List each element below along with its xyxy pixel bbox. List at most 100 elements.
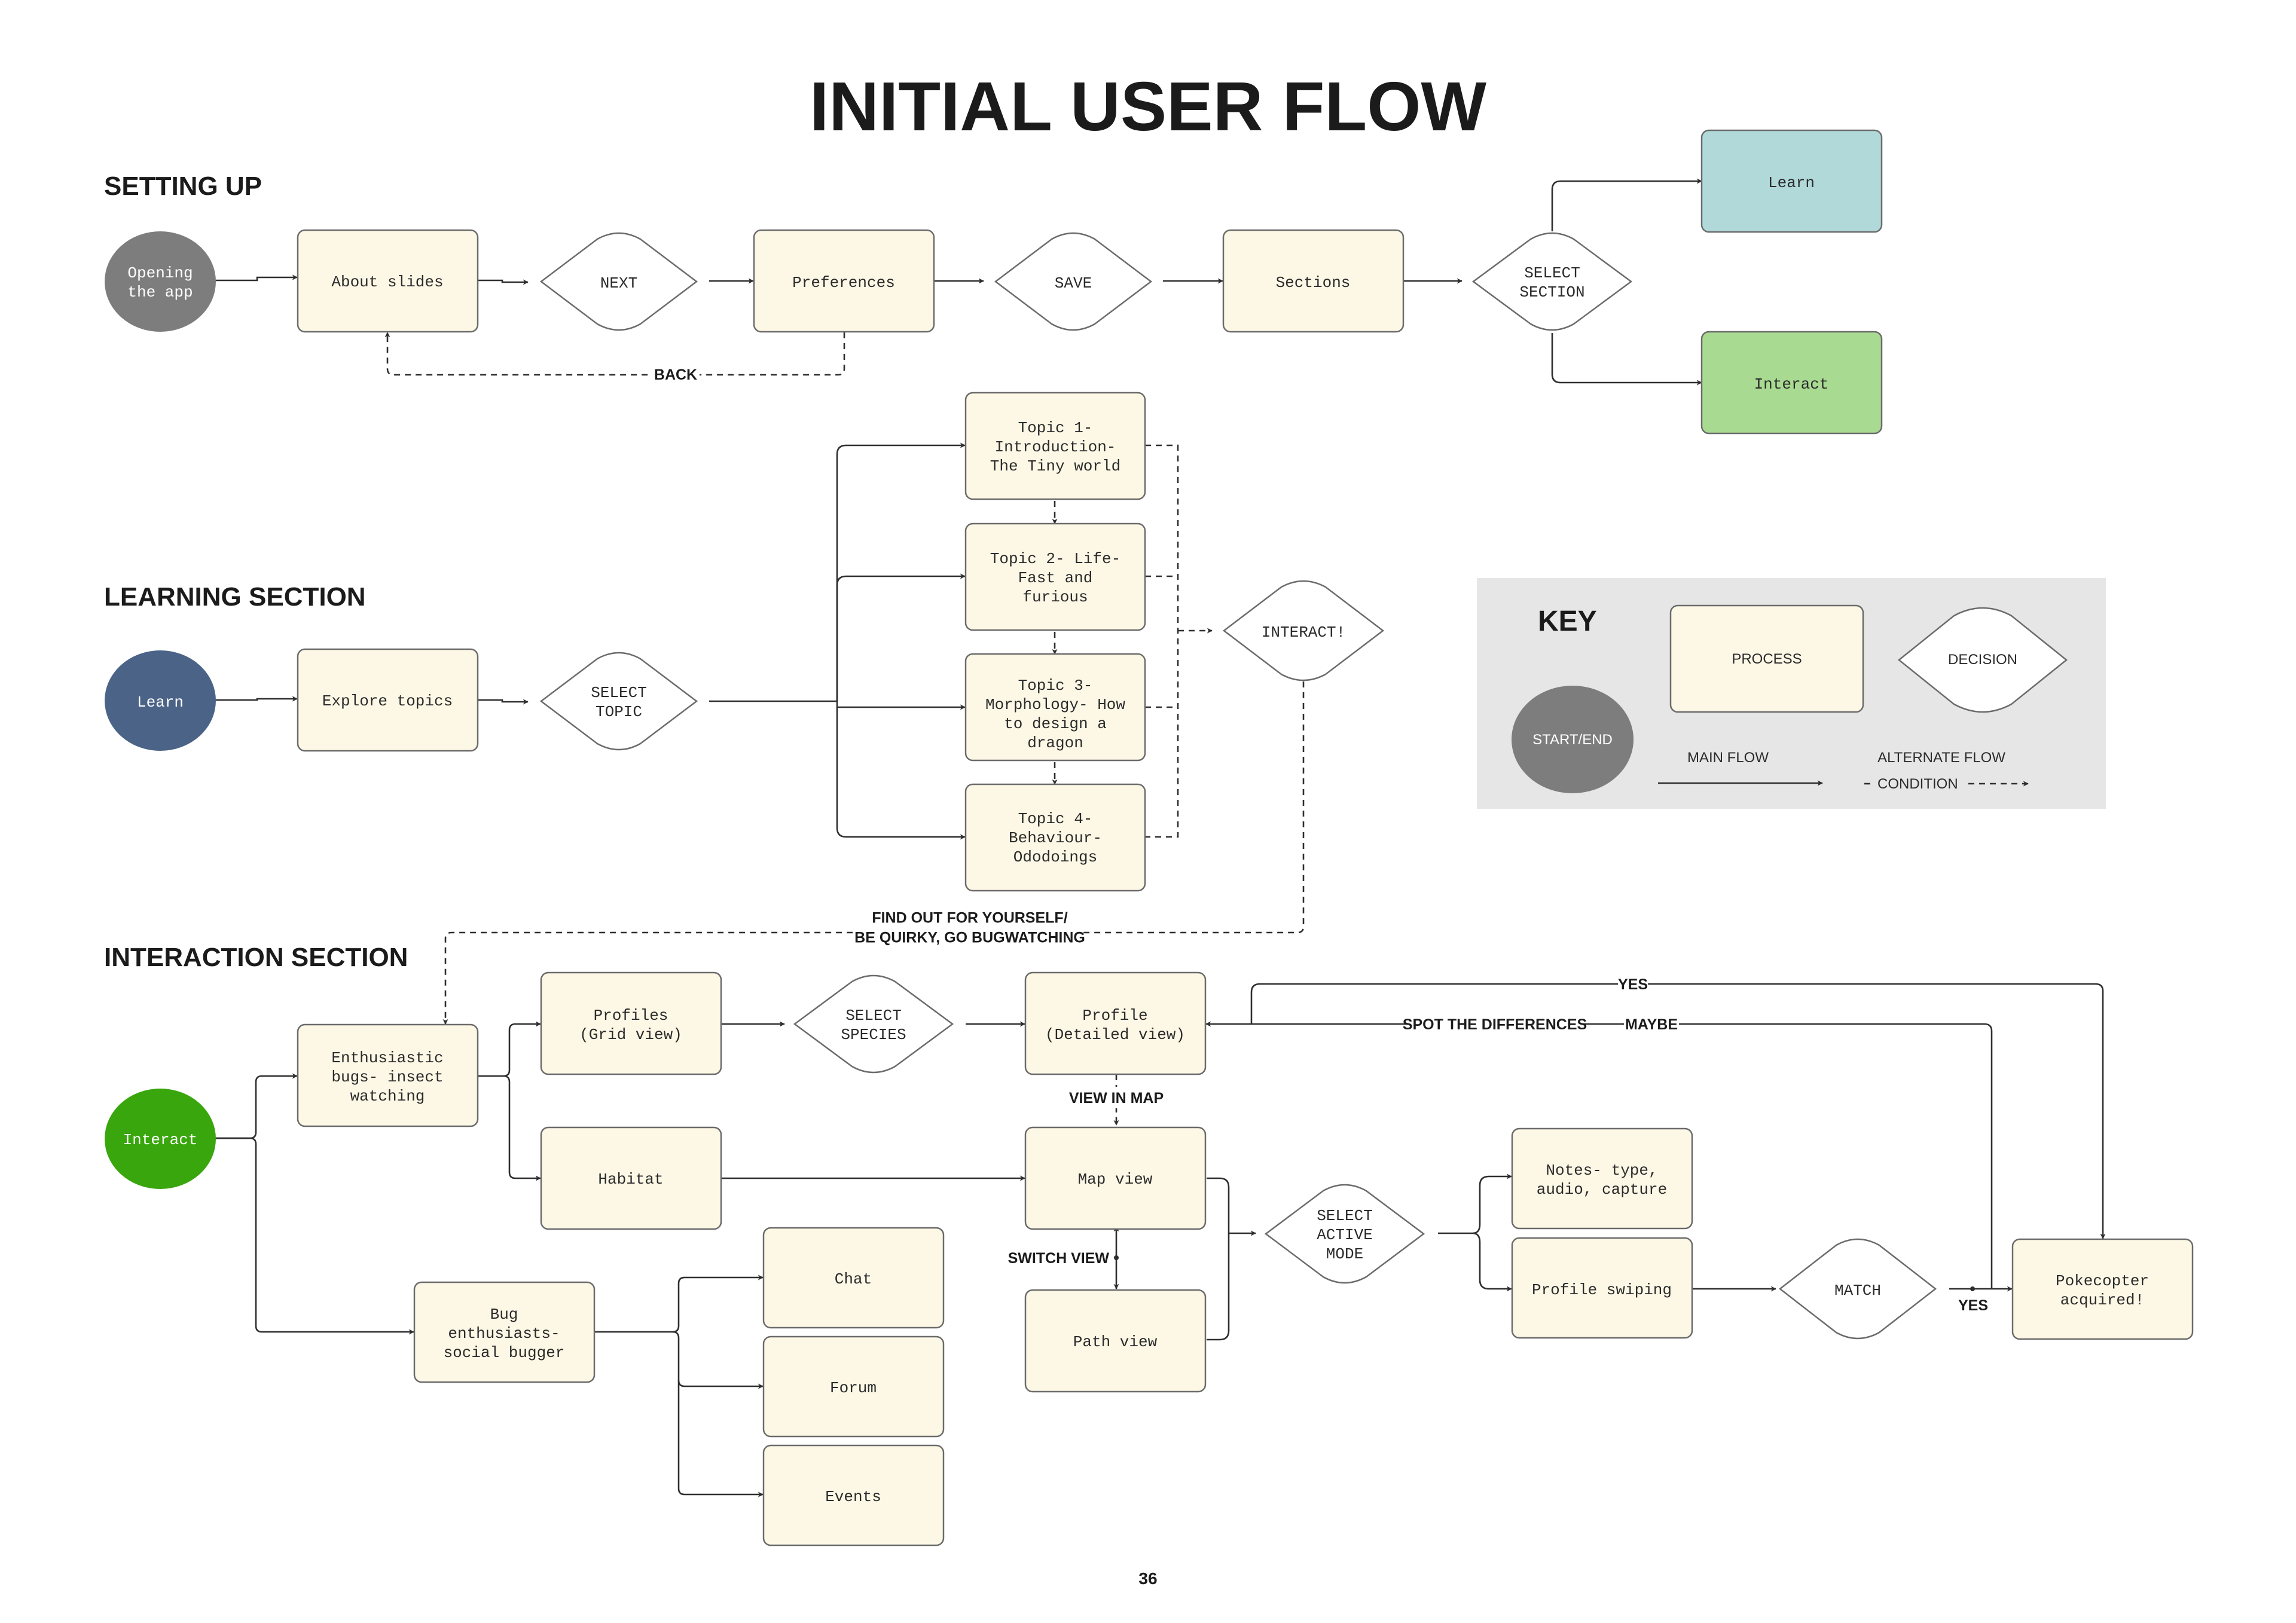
edge-labels: BACK FIND OUT FOR YOURSELF/BE QUIRKY, GO… bbox=[652, 363, 1988, 1314]
events-label: Events bbox=[825, 1488, 881, 1506]
edge-bug-to-forum bbox=[672, 1331, 764, 1389]
node-map-view: Map view bbox=[1024, 1126, 1207, 1230]
node-learn-start: Learn bbox=[105, 650, 216, 751]
label-view-in-map: VIEW IN MAP bbox=[1069, 1090, 1164, 1107]
node-path-view: Path view bbox=[1024, 1289, 1207, 1393]
section-title-interaction: INTERACTION SECTION bbox=[104, 943, 408, 972]
sections-label: Sections bbox=[1276, 274, 1351, 292]
node-match-decision: MATCH bbox=[1778, 1238, 1937, 1340]
key-condition-label: CONDITION bbox=[1877, 776, 1958, 792]
edge-profile-to-pokecopter-yes bbox=[1250, 983, 2106, 1239]
learn-option-label: Learn bbox=[1768, 174, 1815, 192]
key-decision-label: DECISION bbox=[1948, 652, 2017, 668]
key-title: KEY bbox=[1538, 606, 1597, 637]
edge-select-to-learn bbox=[1551, 178, 1702, 231]
save-label: SAVE bbox=[1055, 274, 1092, 292]
notes-label: Notes- type,audio, capture bbox=[1537, 1162, 1667, 1199]
topic-4-label: Topic 4-Behaviour-Ododoings bbox=[1009, 810, 1102, 866]
label-maybe: MAYBE bbox=[1625, 1016, 1678, 1033]
edge-back bbox=[384, 332, 845, 376]
profiles-grid-label: Profiles(Grid view) bbox=[579, 1007, 682, 1044]
key-decision-swatch bbox=[1898, 607, 2068, 713]
match-label: MATCH bbox=[1834, 1282, 1881, 1300]
key-start-end-swatch bbox=[1512, 686, 1634, 793]
node-events: Events bbox=[762, 1444, 945, 1546]
explore-topics-label: Explore topics bbox=[322, 692, 453, 710]
edge-learnstart-to-explore bbox=[215, 696, 298, 702]
label-back: BACK bbox=[654, 366, 697, 383]
topic-1-label: Topic 1-Introduction-The Tiny world bbox=[990, 419, 1120, 475]
edge-enthusiastic-to-profiles bbox=[478, 1021, 541, 1077]
node-save-decision: SAVE bbox=[994, 232, 1153, 331]
learn-start-label: Learn bbox=[137, 693, 184, 711]
page-number: 36 bbox=[1138, 1569, 1157, 1588]
edge-opening-to-about bbox=[215, 274, 298, 282]
edge-about-to-next bbox=[478, 279, 529, 285]
node-profile-swiping: Profile swiping bbox=[1511, 1237, 1693, 1339]
edge-to-topic2 bbox=[836, 573, 966, 701]
habitat-label: Habitat bbox=[598, 1170, 663, 1188]
interact-start-label: Interact bbox=[123, 1131, 198, 1149]
interact-option-label: Interact bbox=[1754, 375, 1829, 393]
node-topic-1: Topic 1-Introduction-The Tiny world bbox=[964, 392, 1146, 500]
edge-views-bracket bbox=[1207, 1177, 1230, 1341]
key-process-swatch bbox=[1669, 604, 1864, 713]
node-preferences: Preferences bbox=[753, 229, 935, 333]
node-interact-start: Interact bbox=[105, 1089, 216, 1189]
path-view-label: Path view bbox=[1073, 1333, 1158, 1351]
node-forum: Forum bbox=[762, 1335, 945, 1438]
node-topic-4: Topic 4-Behaviour-Ododoings bbox=[964, 783, 1146, 892]
edge-bug-to-events bbox=[677, 1380, 764, 1497]
node-profile-detailed: Profile(Detailed view) bbox=[1024, 971, 1207, 1075]
profile-swiping-label: Profile swiping bbox=[1532, 1281, 1672, 1299]
label-spot-differences: SPOT THE DIFFERENCES bbox=[1403, 1016, 1587, 1033]
edge-learn-to-explore bbox=[478, 699, 529, 705]
label-yes-bottom: YES bbox=[1958, 1297, 1988, 1314]
label-yes-top: YES bbox=[1618, 976, 1648, 993]
edge-bug-to-chat bbox=[594, 1274, 764, 1333]
key-process-label: PROCESS bbox=[1732, 651, 1802, 667]
edge-to-topic1 bbox=[836, 442, 966, 701]
node-habitat: Habitat bbox=[540, 1126, 722, 1230]
preferences-label: Preferences bbox=[792, 274, 895, 292]
chat-label: Chat bbox=[835, 1270, 872, 1288]
key-main-flow-label: MAIN FLOW bbox=[1687, 750, 1769, 766]
edge-active-to-swiping bbox=[1472, 1232, 1512, 1292]
node-profiles-grid: Profiles(Grid view) bbox=[540, 971, 722, 1075]
edge-to-topic4 bbox=[836, 701, 966, 840]
edge-find-out bbox=[442, 681, 1305, 1025]
node-sections: Sections bbox=[1222, 229, 1405, 333]
profile-detailed-label: Profile(Detailed view) bbox=[1045, 1007, 1185, 1044]
node-learn-option: Learn bbox=[1700, 129, 1883, 233]
map-view-label: Map view bbox=[1078, 1170, 1153, 1188]
page-title: INITIAL USER FLOW bbox=[810, 68, 1487, 145]
node-explore-topics: Explore topics bbox=[297, 648, 479, 752]
label-find-out: FIND OUT FOR YOURSELF/BE QUIRKY, GO BUGW… bbox=[854, 910, 1085, 946]
edge-topics-bracket bbox=[1145, 444, 1179, 838]
key-start-end-label: START/END bbox=[1532, 732, 1613, 748]
edge-active-to-notes bbox=[1472, 1173, 1512, 1234]
forum-label: Forum bbox=[830, 1379, 877, 1397]
edge-match-to-profile-maybe bbox=[1205, 1021, 1993, 1289]
node-notes: Notes- type,audio, capture bbox=[1511, 1127, 1693, 1230]
node-interact-option: Interact bbox=[1700, 331, 1883, 435]
